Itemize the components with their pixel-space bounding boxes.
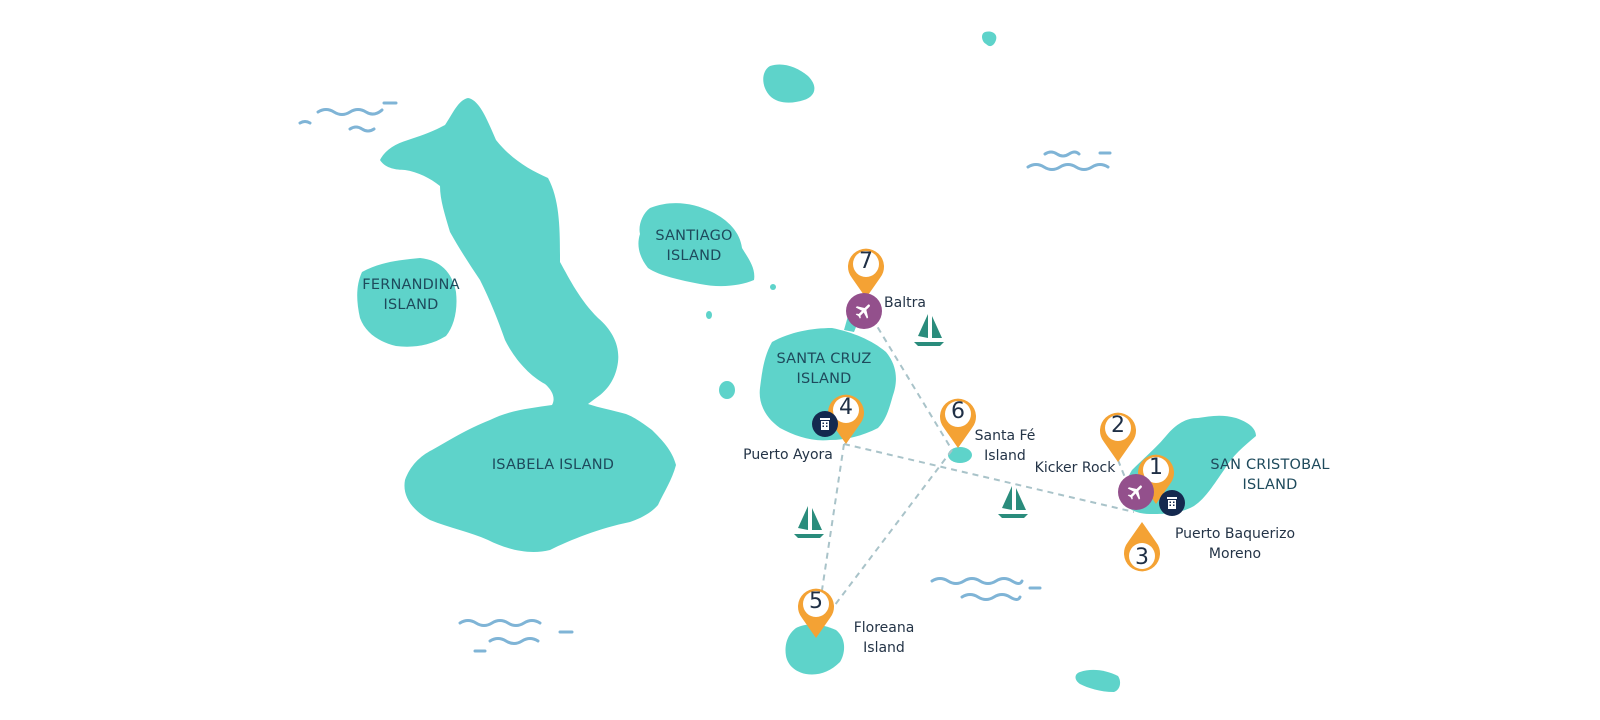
island-label-isabela: ISABELA ISLAND bbox=[491, 457, 615, 473]
waves-icon bbox=[1026, 150, 1112, 171]
sailboat-icon bbox=[998, 486, 1028, 518]
floreana-island bbox=[785, 624, 845, 675]
plane-icon bbox=[855, 304, 870, 319]
airport-san-cristobal[interactable] bbox=[1118, 474, 1154, 510]
santiago-island bbox=[638, 203, 755, 287]
isabela-island bbox=[380, 98, 676, 552]
stop-number: 3 bbox=[1135, 545, 1149, 570]
stop-pin-2[interactable]: 2 bbox=[1098, 408, 1138, 462]
stop-number: 4 bbox=[839, 395, 853, 420]
hotel-puerto-baquerizo[interactable] bbox=[1159, 490, 1185, 516]
hotel-icon bbox=[820, 418, 830, 430]
stop-pin-1[interactable]: 1 bbox=[1136, 450, 1176, 504]
stop-number: 2 bbox=[1111, 413, 1125, 438]
stop-pin-5[interactable]: 5 bbox=[796, 584, 836, 638]
place-label-baltra: Baltra bbox=[884, 295, 926, 311]
stop-pin-4[interactable]: 4 bbox=[826, 390, 866, 444]
fernandina-island bbox=[357, 258, 457, 347]
stop-number: 5 bbox=[809, 589, 823, 614]
hotel-icon bbox=[1167, 497, 1177, 509]
plane-icon bbox=[1127, 485, 1142, 500]
stop-pin-7[interactable]: 7 bbox=[846, 244, 886, 298]
stop-number: 1 bbox=[1149, 455, 1163, 480]
waves-icon bbox=[930, 577, 1042, 601]
airport-baltra[interactable] bbox=[846, 293, 882, 329]
waves-icon bbox=[458, 619, 574, 653]
waves-icon bbox=[298, 101, 398, 133]
stop-pin-3[interactable]: 3 bbox=[1122, 522, 1162, 576]
sailboat-icon bbox=[794, 506, 824, 538]
stop-number: 7 bbox=[859, 249, 873, 274]
stop-pin-6[interactable]: 6 bbox=[938, 394, 978, 448]
stop-number: 6 bbox=[951, 399, 965, 424]
sailboat-icon bbox=[914, 314, 944, 346]
genovesa-island bbox=[763, 64, 815, 103]
place-label-kicker-rock: Kicker Rock bbox=[1034, 460, 1116, 476]
place-label-puerto-ayora: Puerto Ayora bbox=[743, 447, 833, 463]
hotel-puerto-ayora[interactable] bbox=[812, 411, 838, 437]
